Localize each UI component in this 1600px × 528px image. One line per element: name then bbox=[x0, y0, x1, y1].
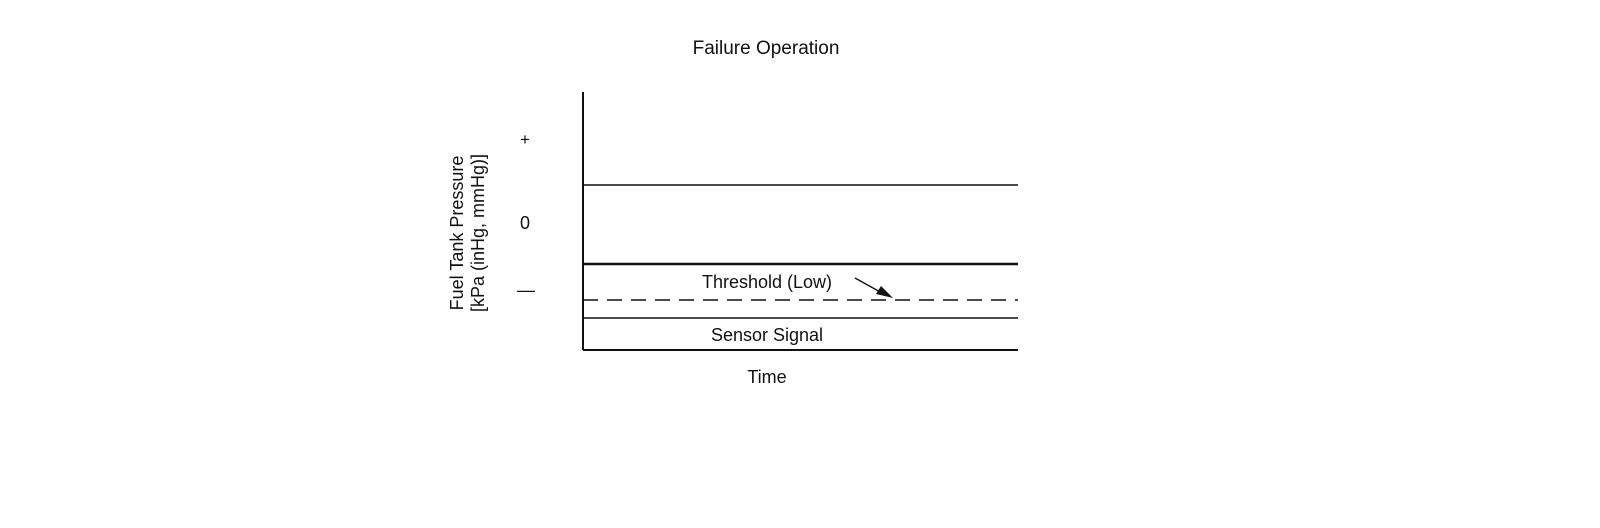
y-axis-label-line1: Fuel Tank Pressure bbox=[447, 156, 467, 311]
threshold-arrow bbox=[854, 277, 893, 298]
diagram-title: Failure Operation bbox=[693, 38, 840, 59]
y-tick-zero: 0 bbox=[520, 213, 530, 233]
x-axis-label: Time bbox=[747, 367, 786, 387]
threshold-label: Threshold (Low) bbox=[702, 272, 832, 292]
y-tick-plus: + bbox=[520, 130, 530, 149]
y-axis-label-line2: [kPa (inHg, mmHg)] bbox=[468, 154, 488, 312]
y-tick-minus: — bbox=[517, 280, 535, 300]
y-axis-label: Fuel Tank Pressure [kPa (inHg, mmHg)] bbox=[447, 154, 488, 312]
sensor-signal-label: Sensor Signal bbox=[711, 325, 823, 345]
